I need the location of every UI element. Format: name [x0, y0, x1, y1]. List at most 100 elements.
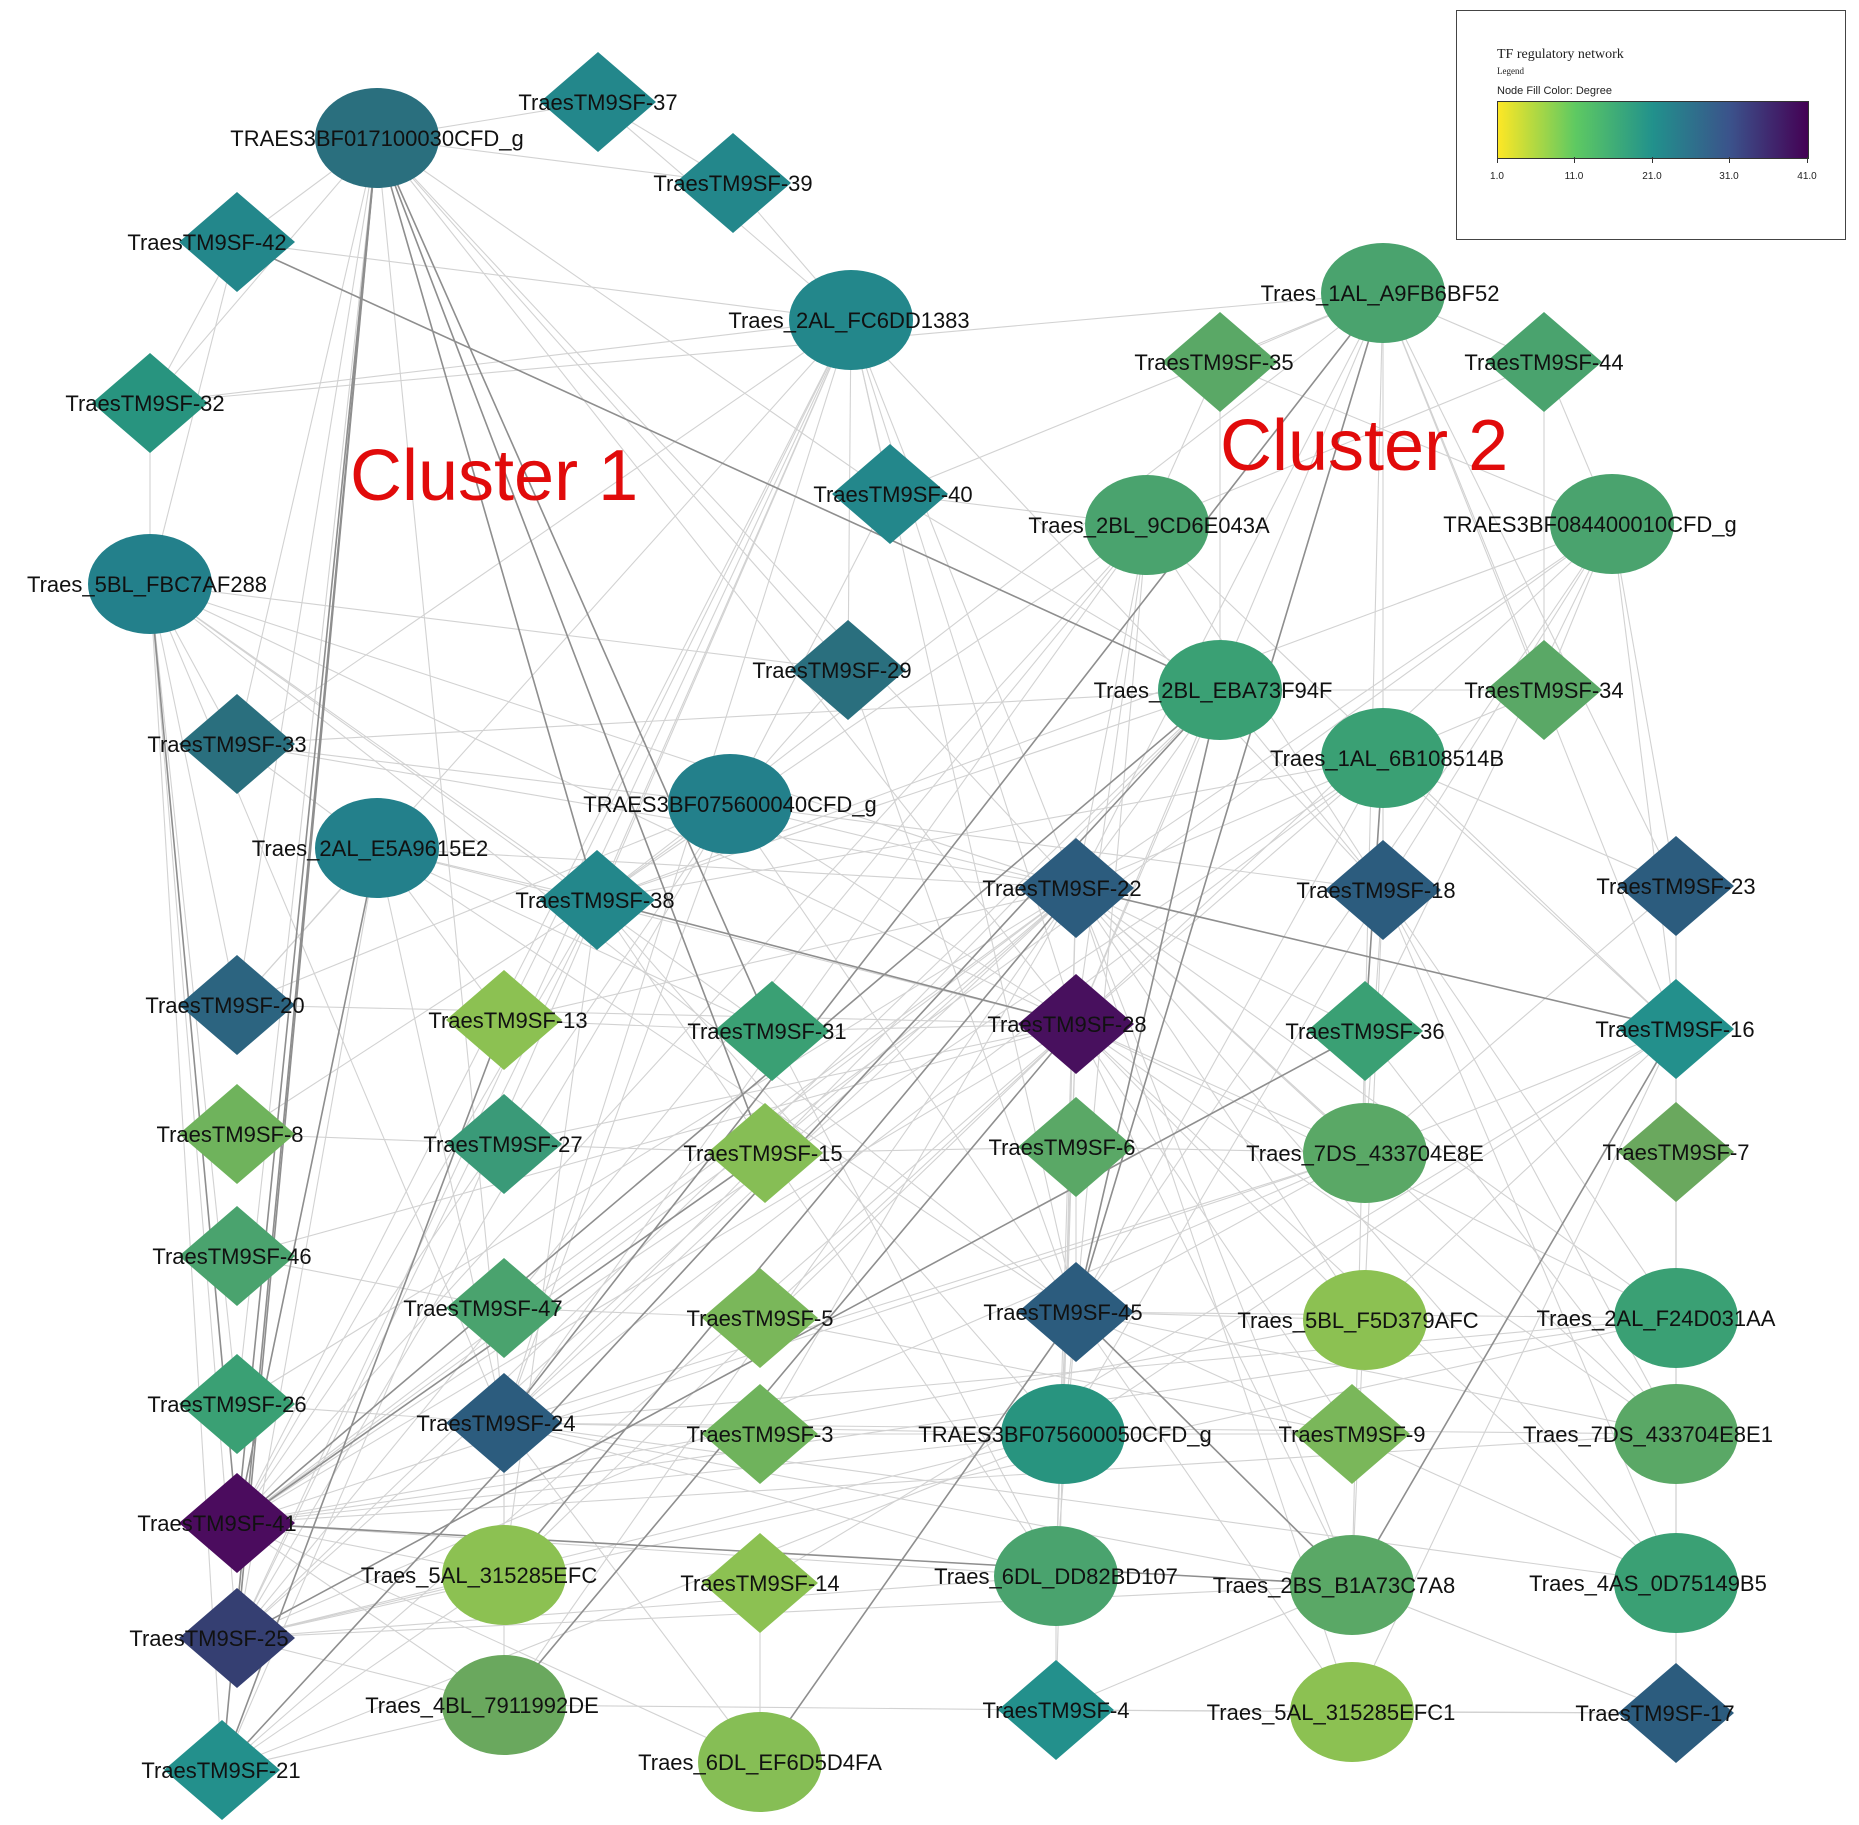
- node-traestm9sf-17[interactable]: [1618, 1663, 1734, 1763]
- node-label: Traes_5BL_FBC7AF288: [27, 572, 267, 597]
- node-traes-4as-0d75149b5[interactable]: [1614, 1533, 1738, 1633]
- edge: [221, 1023, 1077, 1771]
- node-traestm9sf-16[interactable]: [1618, 979, 1734, 1079]
- edge: [1075, 1023, 1353, 1586]
- node-label: Traes_6DL_EF6D5D4FA: [638, 1750, 882, 1775]
- node-traes-1al-6b108514b[interactable]: [1321, 708, 1445, 808]
- edge: [1382, 889, 1677, 1584]
- node-traestm9sf-36[interactable]: [1307, 981, 1423, 1081]
- node-traestm9sf-3[interactable]: [702, 1384, 818, 1484]
- node-traestm9sf-24[interactable]: [446, 1373, 562, 1473]
- edge: [503, 1317, 1677, 1424]
- edge: [1075, 523, 1613, 1313]
- node-traestm9sf-34[interactable]: [1486, 640, 1602, 740]
- node-traes-7ds-433704e8e1[interactable]: [1614, 1384, 1738, 1484]
- node-traestm9sf-21[interactable]: [164, 1720, 280, 1820]
- edge: [149, 583, 223, 1771]
- node-traestm9sf-45[interactable]: [1018, 1262, 1134, 1362]
- node-traes3bf075600040cfd-g[interactable]: [668, 754, 792, 854]
- node-traestm9sf-35[interactable]: [1162, 312, 1278, 412]
- node-traestm9sf-44[interactable]: [1486, 312, 1602, 412]
- node-traes-2al-fc6dd1383[interactable]: [789, 270, 913, 370]
- node-traestm9sf-46[interactable]: [179, 1206, 295, 1306]
- node-traestm9sf-42[interactable]: [179, 192, 295, 292]
- node-traes3bf084400010cfd-g[interactable]: [1550, 474, 1674, 574]
- edge: [236, 887, 1077, 1405]
- legend-tickmark: [1807, 157, 1808, 163]
- node-traestm9sf-9[interactable]: [1294, 1384, 1410, 1484]
- node-traes-2bs-b1a73c7a8[interactable]: [1290, 1535, 1414, 1635]
- edge: [729, 803, 1077, 1313]
- edge: [596, 899, 1057, 1577]
- edge: [376, 137, 766, 1154]
- node-traestm9sf-14[interactable]: [702, 1533, 818, 1633]
- node-traestm9sf-6[interactable]: [1018, 1097, 1134, 1197]
- edge: [376, 847, 1077, 889]
- node-traestm9sf-18[interactable]: [1325, 840, 1441, 940]
- node-label: TraesTM9SF-18: [1296, 878, 1455, 903]
- edge: [376, 137, 773, 1032]
- edge: [236, 137, 378, 1524]
- node-label: TraesTM9SF-47: [403, 1296, 562, 1321]
- edge: [596, 899, 1064, 1435]
- node-traes-2al-f24d031aa[interactable]: [1614, 1268, 1738, 1368]
- edge: [236, 524, 1148, 1639]
- node-traestm9sf-37[interactable]: [540, 52, 656, 152]
- node-label: TraesTM9SF-46: [152, 1244, 311, 1269]
- edge: [503, 887, 1077, 1576]
- node-traes-1al-a9fb6bf52[interactable]: [1321, 243, 1445, 343]
- edge: [149, 583, 598, 901]
- node-traestm9sf-8[interactable]: [179, 1084, 295, 1184]
- node-traes-2al-e5a9615e2[interactable]: [315, 798, 439, 898]
- node-traestm9sf-32[interactable]: [92, 353, 208, 453]
- edge: [236, 757, 1384, 1524]
- node-traestm9sf-4[interactable]: [998, 1660, 1114, 1760]
- node-traestm9sf-26[interactable]: [179, 1354, 295, 1454]
- node-traestm9sf-39[interactable]: [675, 133, 791, 233]
- legend-tick-label: 11.0: [1564, 171, 1584, 182]
- node-traestm9sf-31[interactable]: [714, 981, 830, 1081]
- edge-layer: [149, 101, 1677, 1771]
- node-label: TraesTM9SF-32: [65, 391, 224, 416]
- node-traes-4bl-7911992de[interactable]: [442, 1655, 566, 1755]
- node-traes-5bl-fbc7af288[interactable]: [88, 534, 212, 634]
- edge: [236, 1317, 1677, 1524]
- node-traestm9sf-13[interactable]: [446, 970, 562, 1070]
- node-traes-5al-315285efc1[interactable]: [1290, 1662, 1414, 1762]
- edge: [503, 1422, 1057, 1577]
- node-traestm9sf-22[interactable]: [1018, 838, 1134, 938]
- edge: [236, 1030, 1366, 1639]
- node-traestm9sf-7[interactable]: [1618, 1102, 1734, 1202]
- node-traes-7ds-433704e8e[interactable]: [1303, 1103, 1427, 1203]
- node-traes3bf075600050cfd-g[interactable]: [1001, 1384, 1125, 1484]
- node-traestm9sf-25[interactable]: [179, 1588, 295, 1688]
- node-traes-2bl-9cd6e043a[interactable]: [1085, 475, 1209, 575]
- node-traestm9sf-40[interactable]: [832, 444, 948, 544]
- node-traestm9sf-27[interactable]: [446, 1094, 562, 1194]
- node-traestm9sf-29[interactable]: [790, 620, 906, 720]
- edge: [236, 1522, 1353, 1586]
- node-traestm9sf-38[interactable]: [539, 850, 655, 950]
- node-traestm9sf-5[interactable]: [702, 1268, 818, 1368]
- node-traes-6dl-dd82bd107[interactable]: [994, 1526, 1118, 1626]
- node-traes-2bl-eba73f94f[interactable]: [1158, 640, 1282, 740]
- node-traes-5al-315285efc[interactable]: [442, 1525, 566, 1625]
- node-traestm9sf-28[interactable]: [1018, 974, 1134, 1074]
- node-label: TraesTM9SF-35: [1134, 350, 1293, 375]
- node-traestm9sf-33[interactable]: [179, 694, 295, 794]
- node-label: TraesTM9SF-3: [686, 1422, 833, 1447]
- edge: [1611, 523, 1677, 1030]
- node-label: Traes_7DS_433704E8E: [1246, 1141, 1484, 1166]
- node-traestm9sf-47[interactable]: [446, 1258, 562, 1358]
- node-traes-5bl-f5d379afc[interactable]: [1303, 1270, 1427, 1370]
- edge: [236, 1152, 1366, 1524]
- node-traestm9sf-41[interactable]: [179, 1473, 295, 1573]
- node-traes3bf017100030cfd-g[interactable]: [315, 88, 439, 188]
- edge: [236, 689, 1221, 1524]
- node-traestm9sf-15[interactable]: [707, 1103, 823, 1203]
- node-traes-6dl-ef6d5d4fa[interactable]: [698, 1712, 822, 1812]
- edge: [850, 319, 1077, 1025]
- node-traestm9sf-20[interactable]: [179, 955, 295, 1055]
- edge: [376, 137, 505, 1424]
- node-traestm9sf-23[interactable]: [1618, 836, 1734, 936]
